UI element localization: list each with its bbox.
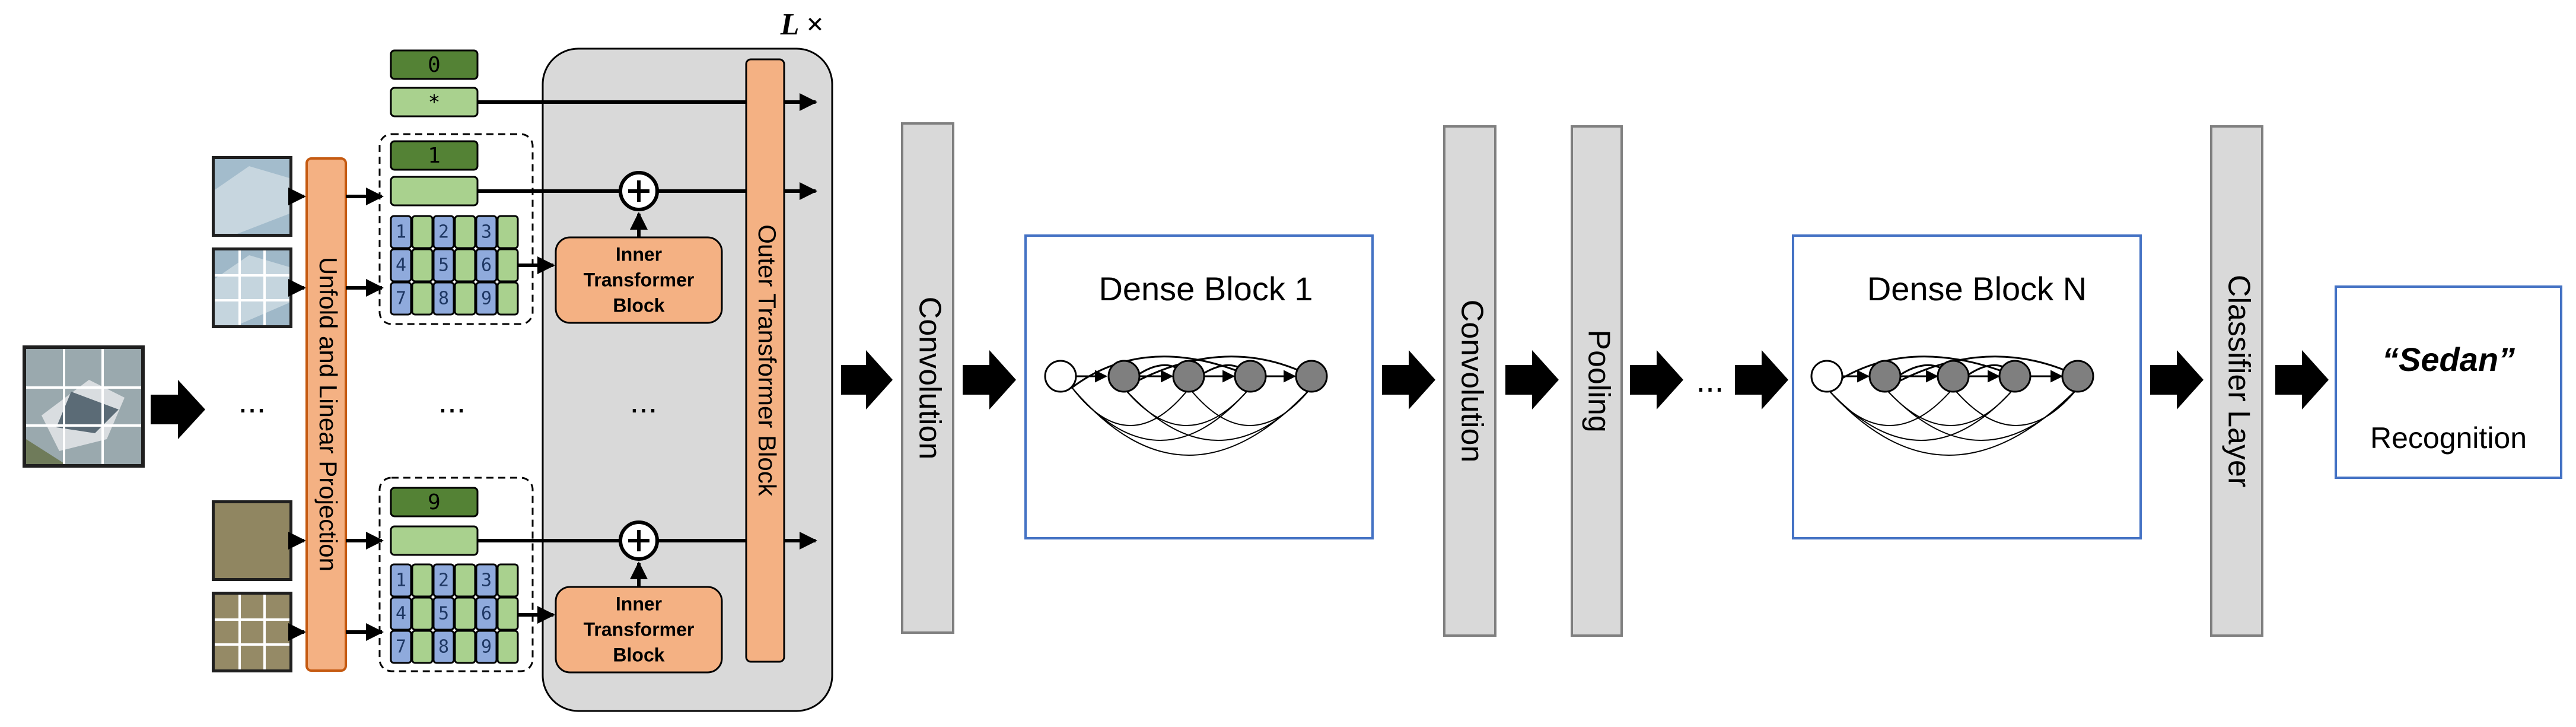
svg-text:4: 4 [396, 255, 406, 276]
right-arrow-icon [963, 350, 1016, 409]
svg-text:9: 9 [428, 490, 441, 515]
inner-transformer-block-9: Inner Transformer Block [555, 586, 723, 674]
svg-text:Transformer: Transformer [584, 618, 695, 640]
svg-text:9: 9 [481, 288, 492, 309]
plus-circle-icon [619, 520, 659, 561]
loop-ellipsis: ... [630, 382, 658, 420]
svg-text:Unfold and Linear Projection: Unfold and Linear Projection [314, 257, 342, 572]
token-flow-lines [477, 93, 817, 550]
svg-text:1: 1 [428, 144, 441, 168]
outer-transformer-block: Outer Transformer Block [745, 58, 785, 663]
patch-1-grid-image [212, 247, 292, 328]
svg-text:Inner: Inner [616, 243, 662, 265]
token-ellipsis: ... [438, 382, 466, 420]
flow-ellipsis: ... [1696, 361, 1724, 399]
svg-text:8: 8 [438, 637, 449, 658]
right-arrow-icon [1735, 350, 1788, 409]
dense-block-n-connections [1826, 388, 2078, 456]
right-arrow-icon [1630, 350, 1683, 409]
predicted-class: “Sedan” [2382, 341, 2515, 378]
svg-text:9: 9 [481, 637, 492, 658]
loop-count-label: L × [780, 8, 823, 42]
sub-patch-grid-1: 1 2 3 4 5 6 7 8 9 [390, 215, 519, 316]
recognition-output: “Sedan” Recognition [2335, 285, 2562, 479]
svg-text:Block: Block [613, 644, 664, 665]
svg-text:4: 4 [396, 604, 406, 624]
svg-text:Transformer: Transformer [584, 269, 695, 290]
dense-block-1-connections [1072, 388, 1311, 456]
token-group-1: 1 1 2 3 [378, 133, 534, 325]
right-arrow-icon [2150, 350, 2204, 409]
convolution-block-2: Convolution [1443, 125, 1496, 637]
svg-text:8: 8 [438, 288, 449, 309]
patch-1-image [212, 156, 292, 237]
right-arrow-icon [841, 350, 893, 409]
svg-text:1: 1 [396, 222, 406, 243]
svg-text:Pooling: Pooling [1581, 329, 1616, 432]
patch-9-grid-image [212, 592, 292, 672]
svg-text:Convolution: Convolution [1454, 300, 1489, 463]
input-image [23, 345, 145, 468]
svg-text:2: 2 [438, 570, 449, 591]
svg-text:7: 7 [396, 637, 406, 658]
svg-text:6: 6 [481, 255, 492, 276]
svg-text:5: 5 [438, 604, 449, 624]
inner-transformer-block-1: Inner Transformer Block [555, 236, 723, 324]
patch-to-projection-arrows [288, 188, 306, 641]
pooling-block: Pooling [1571, 125, 1623, 637]
svg-text:0: 0 [428, 53, 441, 77]
svg-text:5: 5 [438, 255, 449, 276]
class-token: 0 * [390, 49, 479, 118]
svg-text:3: 3 [481, 222, 492, 243]
unfold-projection-block: Unfold and Linear Projection [305, 157, 347, 672]
recognition-label: Recognition [2370, 421, 2527, 455]
svg-text:6: 6 [481, 604, 492, 624]
svg-text:7: 7 [396, 288, 406, 309]
svg-text:3: 3 [481, 570, 492, 591]
dense-block-n: Dense Block N [1792, 234, 2142, 539]
svg-text:Outer Transformer Block: Outer Transformer Block [753, 224, 781, 496]
token-group-9: 9 1 2 3 4 5 [378, 477, 534, 672]
right-arrow-icon [151, 380, 205, 439]
patch-ellipsis: ... [238, 382, 266, 420]
svg-text:1: 1 [396, 570, 406, 591]
plus-circle-icon [619, 171, 659, 211]
flow-arrows [841, 350, 2329, 409]
dense-block-1-title: Dense Block 1 [1098, 270, 1313, 307]
right-arrow-icon [2275, 350, 2329, 409]
projection-to-token-arrows [346, 188, 384, 641]
right-arrow-icon [1382, 350, 1435, 409]
svg-text:Convolution: Convolution [912, 297, 947, 460]
svg-text:Classifier Layer: Classifier Layer [2221, 275, 2256, 487]
svg-text:Inner: Inner [616, 593, 662, 614]
svg-text:*: * [428, 91, 440, 115]
grid-to-inner-arrows [518, 256, 555, 624]
sub-patch-grid-9: 1 2 3 4 5 6 7 8 9 [390, 563, 519, 664]
dense-block-1: Dense Block 1 [1024, 234, 1374, 539]
right-arrow-icon [1505, 350, 1559, 409]
convolution-block-1: Convolution [901, 122, 954, 634]
classifier-layer-block: Classifier Layer [2210, 125, 2263, 637]
svg-text:2: 2 [438, 222, 449, 243]
patch-9-image [212, 500, 292, 581]
dense-block-n-title: Dense Block N [1867, 270, 2087, 307]
svg-text:Block: Block [613, 294, 664, 316]
